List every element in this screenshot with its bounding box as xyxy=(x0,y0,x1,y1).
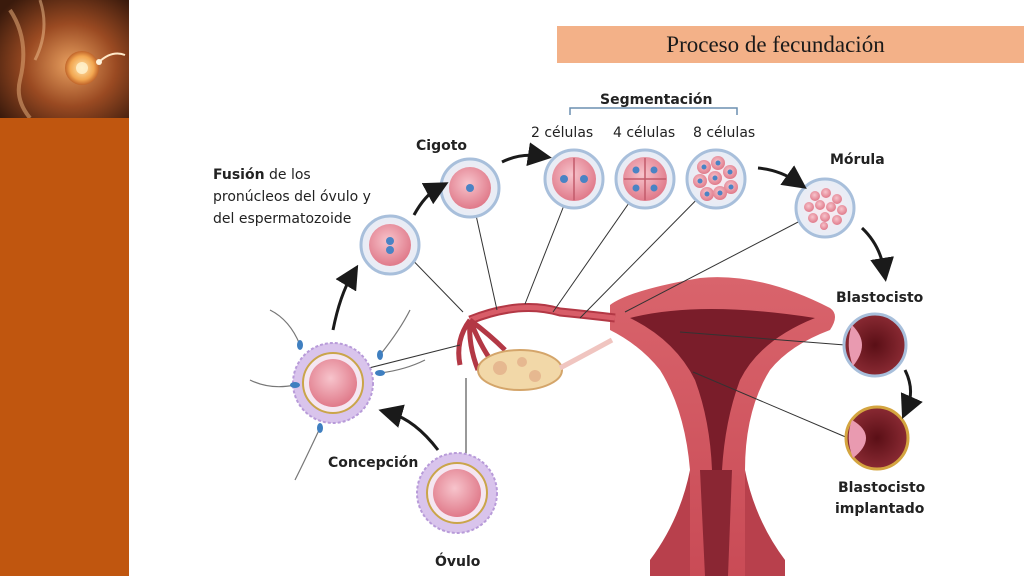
cigoto-cell xyxy=(439,157,501,219)
label-blastocisto-implantado-2: implantado xyxy=(835,501,925,517)
label-fusion-bold: Fusión xyxy=(213,167,265,183)
segmentation-bracket xyxy=(569,107,738,115)
label-segmentacion: Segmentación xyxy=(600,92,712,108)
four-cell-embryo xyxy=(614,148,676,210)
label-fusion-line2: pronúcleos del óvulo y xyxy=(213,189,371,205)
label-8-celulas: 8 células xyxy=(693,125,755,141)
label-ovulo: Óvulo xyxy=(435,552,481,570)
label-concepcion: Concepción xyxy=(328,455,418,471)
implanted-blastocyst-cell xyxy=(844,405,910,471)
label-4-celulas: 4 células xyxy=(613,125,675,141)
eight-cell-embryo xyxy=(685,148,747,210)
process-arrows xyxy=(331,142,923,451)
ovum-cell xyxy=(416,452,498,534)
label-cigoto: Cigoto xyxy=(416,138,467,154)
label-fusion-line1: Fusión de los xyxy=(213,167,311,183)
label-blastocisto: Blastocisto xyxy=(836,290,924,306)
conception-egg-with-sperm xyxy=(249,309,426,481)
two-cell-embryo xyxy=(543,148,605,210)
label-2-celulas: 2 células xyxy=(531,125,593,141)
morula-cell xyxy=(794,177,856,239)
label-blastocisto-implantado-1: Blastocisto xyxy=(838,480,926,496)
title-banner: Proceso de fecundación xyxy=(557,26,1024,63)
fertilization-diagram: Segmentación 2 células 4 células 8 célul… xyxy=(213,92,926,576)
fusion-cell xyxy=(359,214,421,276)
label-morula: Mórula xyxy=(830,152,885,168)
uterus-illustration xyxy=(456,277,835,576)
header-thumbnail-image xyxy=(0,0,129,118)
blastocyst-cell xyxy=(842,312,908,378)
label-fusion-rest: de los xyxy=(265,167,311,183)
slide-title: Proceso de fecundación xyxy=(666,31,885,57)
label-fusion-line3: del espermatozoide xyxy=(213,211,351,227)
